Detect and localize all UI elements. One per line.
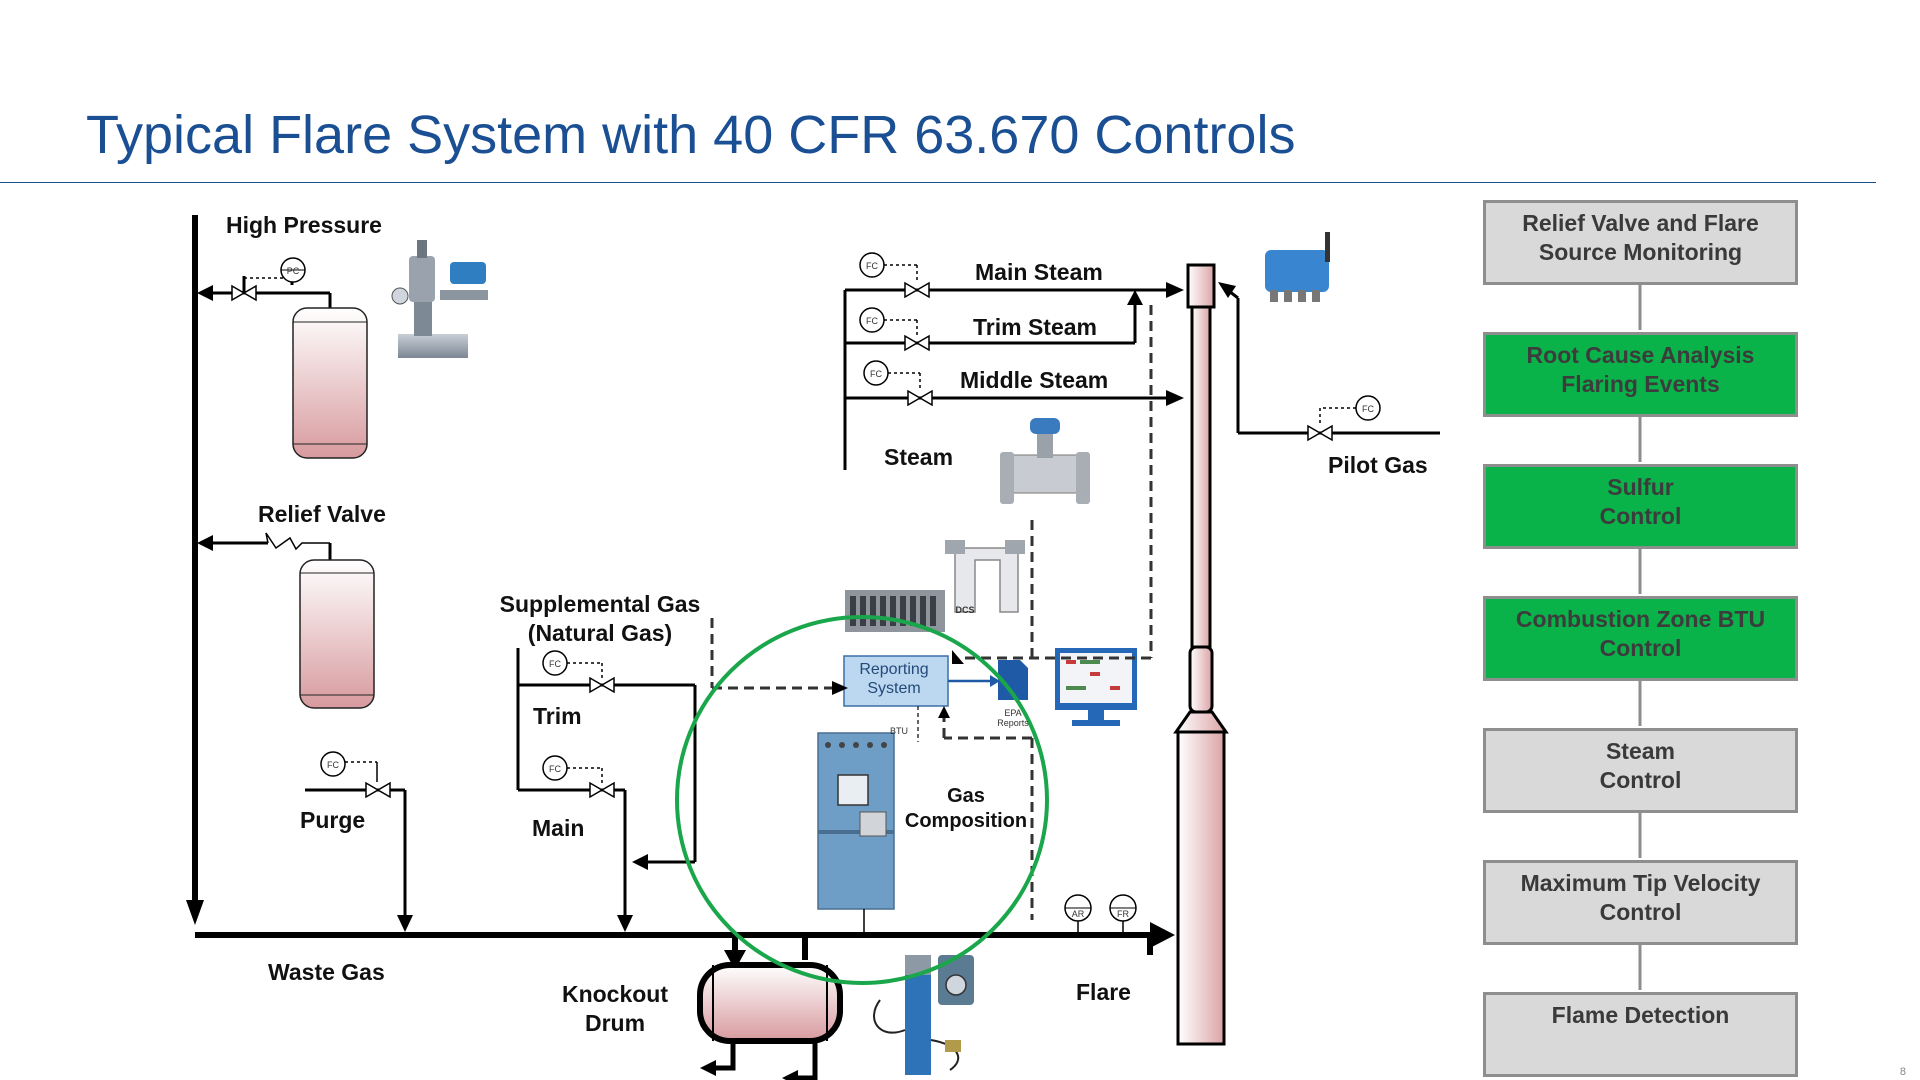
btu-tag: BTU xyxy=(890,726,908,736)
purge-branch xyxy=(305,761,413,932)
pilot-fc-tag: FC xyxy=(1362,404,1374,414)
gas-composition-label: Gas Composition xyxy=(904,785,1028,832)
purge-label: Purge xyxy=(300,807,366,833)
slide-title: Typical Flare System with 40 CFR 63.670 … xyxy=(86,105,1296,165)
trim-steam-label: Trim Steam xyxy=(973,314,1097,340)
control-combustion-zone-btu: Combustion Zone BTU Control xyxy=(1483,596,1798,681)
dcs-tag: DCS xyxy=(955,605,975,615)
steam-fc-valves xyxy=(904,281,933,407)
signal-lines xyxy=(710,305,1153,920)
knockout-drum xyxy=(697,962,843,1044)
gas-analyzer-cabinet-icon xyxy=(817,732,895,910)
reporting-system-label: Reporting System xyxy=(859,661,929,697)
purge-fc-tag: FC xyxy=(327,760,339,770)
pilot-gas-piping xyxy=(1218,282,1440,435)
control-flame-detection: Flame Detection xyxy=(1483,992,1798,1077)
coriolis-meter-icon xyxy=(945,540,1025,613)
middle-steam-label: Middle Steam xyxy=(960,367,1109,393)
flare-stack xyxy=(1173,263,1229,1046)
monitor-icon xyxy=(1055,648,1137,726)
relief-valve-branch xyxy=(197,532,332,562)
epa-report-icon xyxy=(998,660,1028,700)
main-label: Main xyxy=(532,815,585,841)
control-max-tip-velocity: Maximum Tip Velocity Control xyxy=(1483,860,1798,945)
pilot-fc-valve xyxy=(1307,424,1333,442)
main-steam-fc-tag: FC xyxy=(866,261,878,271)
relief-valve-label: Relief Valve xyxy=(258,501,386,527)
knockout-drain-piping xyxy=(700,1041,818,1080)
signal-arrow xyxy=(952,650,964,664)
purge-fc-icon xyxy=(320,751,346,777)
control-relief-valve-monitoring: Relief Valve and Flare Source Monitoring xyxy=(1483,200,1798,285)
signal-arrow xyxy=(938,706,950,718)
high-pressure-branch xyxy=(197,276,332,310)
vortex-flowmeter-icon xyxy=(1000,418,1090,504)
trim-steam-fc-tag: FC xyxy=(866,316,878,326)
flare-label: Flare xyxy=(1076,979,1131,1005)
pc-tag: PC xyxy=(286,266,300,276)
dcs-rack-icon xyxy=(845,590,945,632)
trim-fc-tag: FC xyxy=(549,659,561,669)
relief-vessel xyxy=(299,559,375,709)
control-root-cause-analysis: Root Cause Analysis Flaring Events xyxy=(1483,332,1798,417)
knockout-drum-label: Knockout Drum xyxy=(561,981,669,1036)
waste-gas-label: Waste Gas xyxy=(268,959,385,985)
highlight-circle xyxy=(675,615,1049,985)
steam-label: Steam xyxy=(884,444,954,470)
ar-tag: AR xyxy=(1071,909,1085,919)
main-fc-tag: FC xyxy=(549,764,561,774)
relief-valve-icon xyxy=(391,240,488,358)
trim-fc-valve xyxy=(589,676,615,799)
waste-gas-piping xyxy=(186,215,1175,970)
control-sulfur: Sulfur Control xyxy=(1483,464,1798,549)
steam-piping xyxy=(843,282,1184,470)
pc-valve xyxy=(231,284,257,302)
wireless-transmitter-icon xyxy=(1265,232,1330,302)
ar-fr-instruments xyxy=(1064,894,1137,935)
fr-tag: FR xyxy=(1117,909,1129,919)
supplemental-gas-label: Supplemental Gas (Natural Gas) xyxy=(499,591,701,646)
main-steam-label: Main Steam xyxy=(975,259,1103,285)
epa-reports-label: EPA Reports xyxy=(997,708,1029,728)
high-pressure-label: High Pressure xyxy=(226,212,382,238)
trim-label: Trim xyxy=(533,703,582,729)
high-pressure-vessel xyxy=(292,307,368,459)
purge-fc-valve xyxy=(365,781,391,799)
middle-steam-fc-tag: FC xyxy=(870,369,882,379)
reporting-system-box xyxy=(843,655,949,707)
pilot-gas-label: Pilot Gas xyxy=(1328,452,1428,478)
signal-arrow xyxy=(832,681,848,695)
page-number: 8 xyxy=(1899,1066,1906,1078)
control-steam: Steam Control xyxy=(1483,728,1798,813)
title-divider xyxy=(0,182,1876,183)
